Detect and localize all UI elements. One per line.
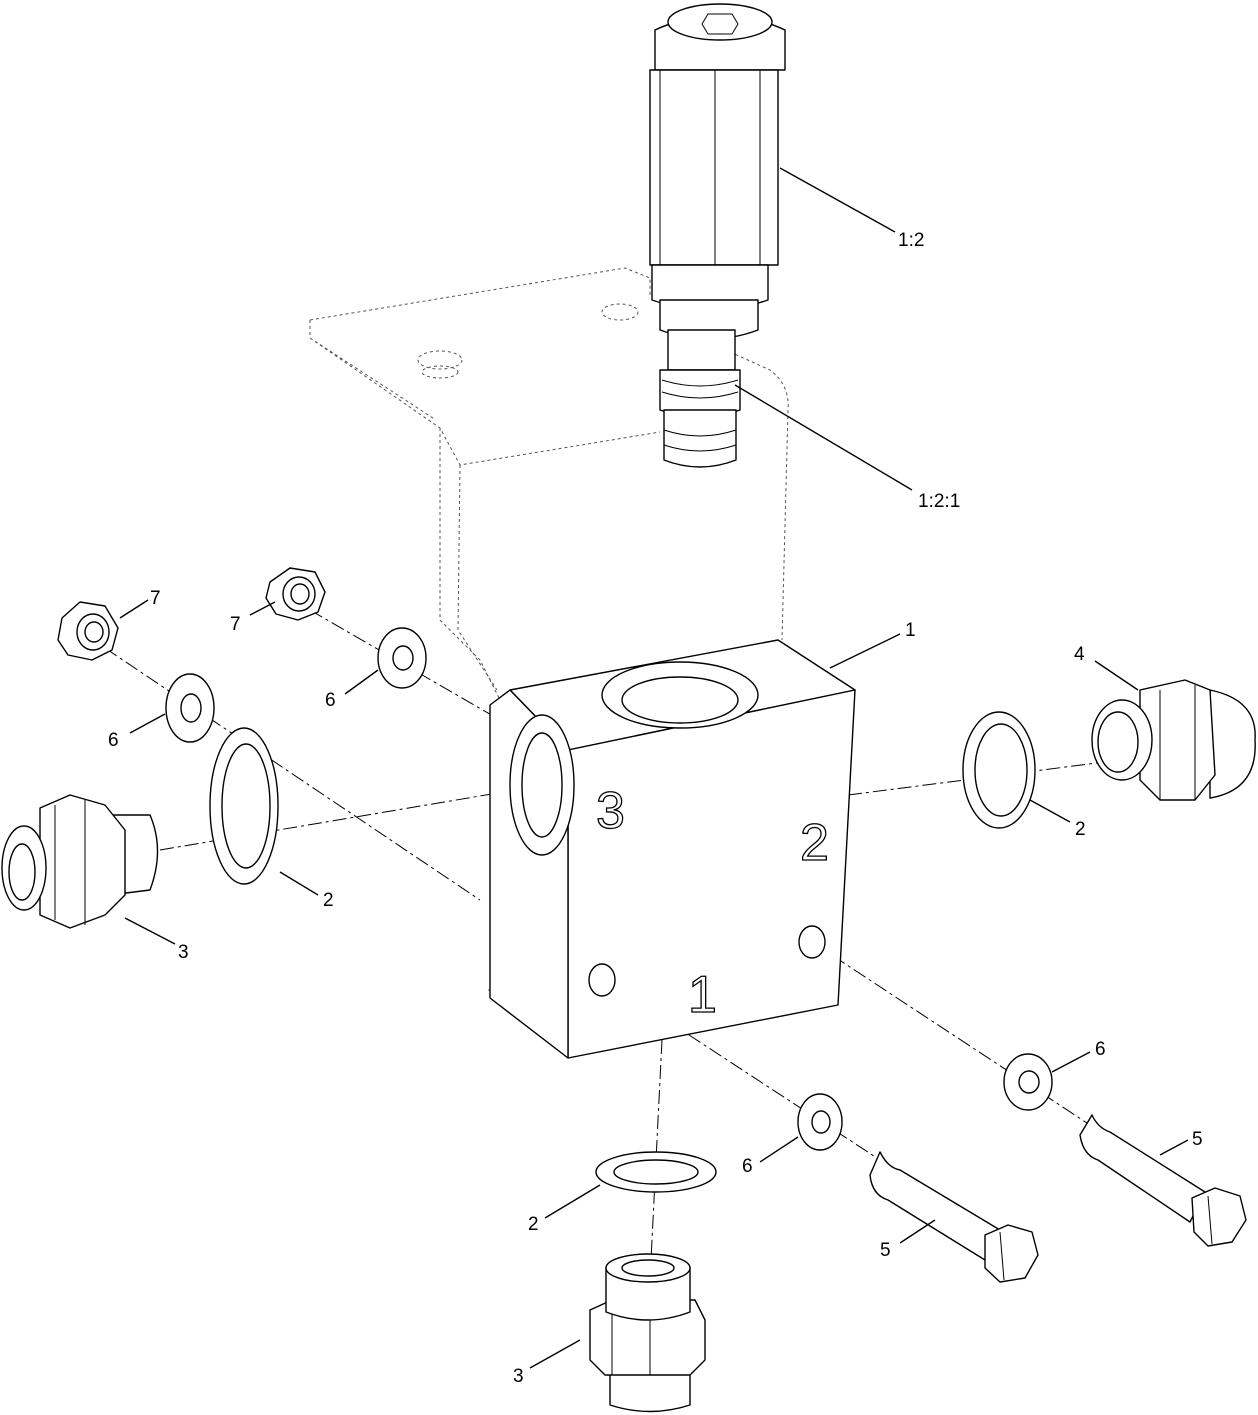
callout-valve-seal: 1:2:1 (918, 491, 960, 512)
callout-washer-upper-mid: 6 (325, 690, 336, 711)
callout-bolt-right: 5 (1192, 1129, 1203, 1150)
callout-relief-valve: 1:2 (898, 230, 924, 251)
callout-oring-bottom: 2 (528, 1214, 539, 1235)
callout-labels: 1:2 1:2:1 1 4 2 2 3 7 7 6 6 6 6 2 5 5 3 (108, 230, 1203, 1387)
callout-washer-lower-mid: 6 (742, 1156, 753, 1177)
fitting-bottom (589, 1253, 706, 1413)
nuts (57, 567, 326, 661)
port-label-3: 3 (596, 782, 625, 840)
leader-lines (119, 167, 1189, 1369)
callout-nut-mid: 7 (230, 614, 241, 635)
fitting-left (1, 794, 159, 929)
callout-fitting-bottom: 3 (513, 1366, 524, 1387)
callout-washer-upper-left: 6 (108, 730, 119, 751)
o-rings (209, 711, 1036, 1193)
callout-fitting-right: 4 (1074, 644, 1085, 665)
fitting-right (1091, 679, 1256, 801)
port-label-1: 1 (688, 966, 717, 1024)
manifold-block: 3 2 1 (489, 639, 856, 1059)
callout-nut-left: 7 (150, 588, 161, 609)
relief-valve-cartridge (649, 3, 786, 468)
callout-bolt-center: 5 (880, 1240, 891, 1261)
port-label-2: 2 (800, 814, 829, 872)
callout-washer-lower-right: 6 (1095, 1039, 1106, 1060)
callout-fitting-left: 3 (178, 942, 189, 963)
callout-oring-left: 2 (323, 890, 334, 911)
bolts (869, 1114, 1247, 1283)
callout-oring-right: 2 (1075, 819, 1086, 840)
washers (165, 627, 1053, 1151)
callout-manifold-block: 1 (905, 620, 916, 641)
